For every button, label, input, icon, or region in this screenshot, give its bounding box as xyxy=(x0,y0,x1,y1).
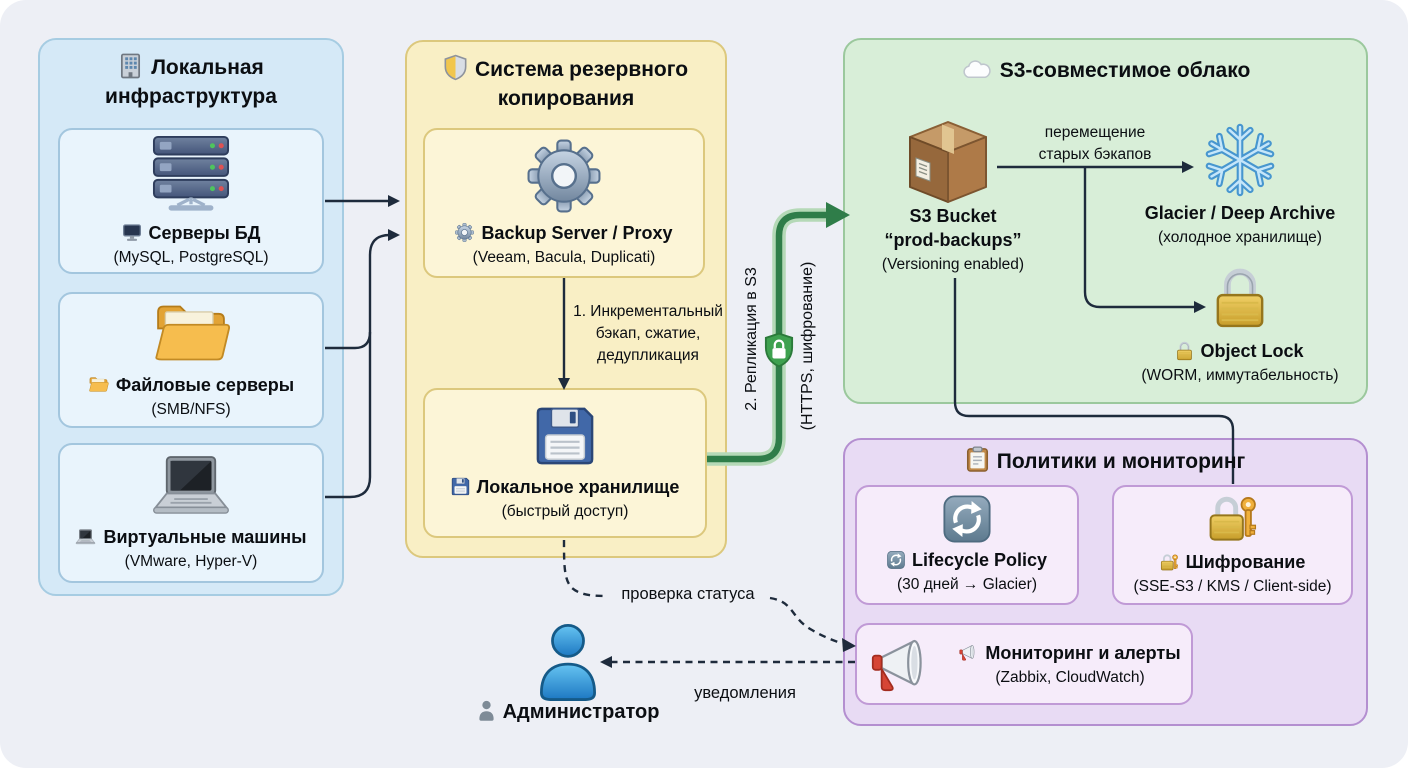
local-storage-label: Локальное хранилище xyxy=(476,476,680,497)
folder-icon xyxy=(150,301,232,365)
padlock-icon xyxy=(1176,341,1193,361)
snowflake-icon xyxy=(1203,123,1277,197)
clipboard-icon xyxy=(966,446,989,473)
node-db-servers: Серверы БД (MySQL, PostgreSQL) xyxy=(58,128,324,274)
folder-icon xyxy=(88,376,109,393)
step1-label: 1. Инкрементальный бэкап, сжатие, дедупл… xyxy=(573,303,723,364)
node-monitoring: Мониторинг и алерты (Zabbix, CloudWatch) xyxy=(855,623,1193,705)
floppy-icon xyxy=(534,405,596,467)
laptop-icon xyxy=(75,529,96,545)
policies-panel-title-text: Политики и мониторинг xyxy=(996,450,1246,473)
object-lock-label: Object Lock xyxy=(1200,341,1304,361)
monitoring-sub: (Zabbix, CloudWatch) xyxy=(995,668,1145,686)
admin-label: Администратор xyxy=(502,701,660,723)
file-servers-label: Файловые серверы xyxy=(115,374,295,395)
replication-sub: (HTTPS, шифрование) xyxy=(799,261,816,431)
node-file-servers: Файловые серверы (SMB/NFS) xyxy=(58,292,324,428)
padlock-icon xyxy=(1213,266,1267,330)
backup-server-sub: (Veeam, Bacula, Duplicati) xyxy=(472,248,656,266)
laptop-icon xyxy=(150,455,232,517)
cloud-panel-title-text: S3-совместимое облако xyxy=(999,59,1251,82)
status-check-label: проверка статуса xyxy=(621,585,755,603)
backup-panel-title-text: Система резервного копирования xyxy=(474,58,689,110)
object-lock-labels: Object Lock (WORM, иммутабельность) xyxy=(1100,339,1380,386)
desktop-icon xyxy=(122,223,142,242)
shield-lock-icon xyxy=(764,332,794,368)
gear-icon xyxy=(527,139,601,213)
policies-panel-title: Политики и мониторинг xyxy=(853,446,1358,476)
megaphone-icon xyxy=(959,644,978,661)
refresh-icon xyxy=(943,495,991,543)
building-icon xyxy=(118,52,143,79)
node-local-storage: Локальное хранилище (быстрый доступ) xyxy=(423,388,707,538)
megaphone-icon xyxy=(871,636,933,693)
node-encryption: Шифрование (SSE-S3 / KMS / Client-side) xyxy=(1112,485,1353,605)
cloud-panel-title: S3-совместимое облако xyxy=(853,56,1358,85)
replication-label: 2. Репликация в S3 xyxy=(743,267,760,411)
virtual-machines-label: Виртуальные машины xyxy=(103,526,307,547)
encryption-label: Шифрование xyxy=(1185,552,1306,572)
person-icon xyxy=(532,622,604,704)
floppy-icon xyxy=(451,477,470,496)
s3-bucket-name: “prod-backups” xyxy=(884,230,1022,250)
local-storage-sub: (быстрый доступ) xyxy=(501,502,629,520)
object-lock-sub: (WORM, иммутабельность) xyxy=(1141,367,1339,384)
lock-key-icon xyxy=(1160,553,1179,572)
file-servers-sub: (SMB/NFS) xyxy=(151,400,231,418)
backup-panel-title: Система резервного копирования xyxy=(415,54,717,113)
admin-label-row: Администратор xyxy=(458,700,678,724)
gear-icon xyxy=(455,223,474,242)
shield-icon xyxy=(444,54,467,81)
package-icon xyxy=(904,120,992,206)
person-icon xyxy=(477,700,496,722)
glacier-sub: (холодное хранилище) xyxy=(1158,229,1322,246)
cloud-icon xyxy=(961,59,992,80)
server-stack-icon xyxy=(148,135,234,213)
virtual-machines-sub: (VMware, Hyper-V) xyxy=(124,552,258,570)
encryption-sub: (SSE-S3 / KMS / Client-side) xyxy=(1133,578,1332,595)
db-servers-label: Серверы БД xyxy=(148,222,261,243)
lifecycle-label: Lifecycle Policy xyxy=(911,550,1048,570)
glacier-label: Glacier / Deep Archive xyxy=(1144,203,1336,223)
local-panel-title: Локальная инфраструктура xyxy=(48,52,334,111)
node-virtual-machines: Виртуальные машины (VMware, Hyper-V) xyxy=(58,443,324,583)
backup-server-label: Backup Server / Proxy xyxy=(481,222,673,243)
db-servers-sub: (MySQL, PostgreSQL) xyxy=(113,248,269,266)
lock-key-icon xyxy=(1207,493,1259,545)
s3-bucket-sub: (Versioning enabled) xyxy=(881,256,1025,273)
refresh-icon xyxy=(887,551,905,569)
s3-bucket-labels: S3 Bucket “prod-backups” (Versioning ena… xyxy=(858,204,1048,275)
local-panel-title-text: Локальная инфраструктура xyxy=(105,56,277,108)
node-backup-server: Backup Server / Proxy (Veeam, Bacula, Du… xyxy=(423,128,705,278)
monitoring-label: Мониторинг и алерты xyxy=(985,642,1181,663)
notifications-label: уведомления xyxy=(694,684,796,702)
node-lifecycle-policy: Lifecycle Policy (30 дней → Glacier) xyxy=(855,485,1079,605)
s3-bucket-label: S3 Bucket xyxy=(909,206,997,226)
lifecycle-sub: (30 дней → Glacier) xyxy=(897,576,1037,593)
move-old-backups-label: перемещение старых бэкапов xyxy=(1038,124,1152,163)
glacier-labels: Glacier / Deep Archive (холодное хранили… xyxy=(1112,201,1368,248)
